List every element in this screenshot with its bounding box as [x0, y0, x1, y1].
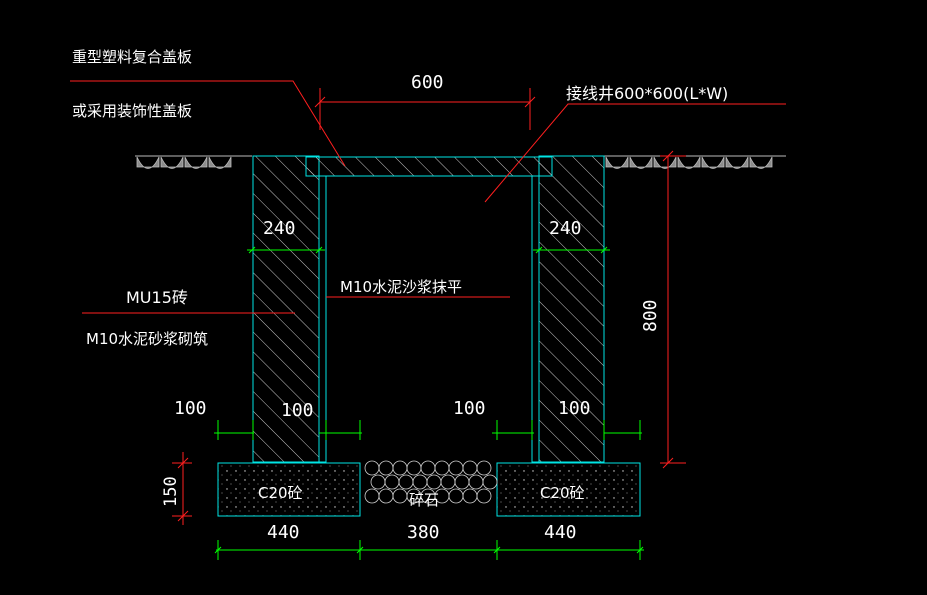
dim-height: 800 — [640, 299, 661, 332]
dim-footing-left: 440 — [267, 522, 300, 543]
concrete-footing-right — [496, 462, 641, 517]
gravel-stone — [482, 474, 498, 490]
earth-symbol — [184, 156, 208, 169]
earth-symbol — [677, 156, 701, 169]
mortar-lining-left — [318, 175, 327, 463]
brick-wall-right — [538, 155, 605, 463]
gravel-stone — [420, 460, 436, 476]
gravel-stone — [370, 474, 386, 490]
mortar-lining-right — [531, 175, 540, 463]
gravel-stone — [378, 460, 394, 476]
earth-symbol — [725, 156, 749, 169]
gravel-stone — [364, 460, 380, 476]
gravel-stone — [392, 460, 408, 476]
dim-gap-bottom: 380 — [407, 522, 440, 543]
earth-hatch-left — [136, 156, 232, 169]
label-cover-line1: 重型塑料复合盖板 — [72, 48, 192, 66]
annotation-labels: 重型塑料复合盖板 或采用装饰性盖板 接线井600*600(L*W) M10水泥沙… — [72, 48, 728, 509]
dim-wall-right: 240 — [549, 218, 582, 239]
label-brick-line1: MU15砖 — [126, 288, 188, 307]
gravel-stone — [364, 488, 380, 504]
gravel-bed — [364, 460, 498, 504]
dimension-lines — [172, 88, 686, 560]
earth-symbol — [749, 156, 773, 169]
gravel-stone — [462, 460, 478, 476]
label-brick-line2: M10水泥砂浆砌筑 — [86, 330, 208, 348]
gravel-stone — [476, 460, 492, 476]
dim-offset-outer-left: 100 — [174, 398, 207, 419]
label-cover-line2: 或采用装饰性盖板 — [72, 102, 192, 120]
earth-symbol — [701, 156, 725, 169]
label-gravel: 碎石 — [409, 491, 439, 509]
gravel-stone — [392, 488, 408, 504]
gravel-stone — [448, 488, 464, 504]
dim-offset-inner-right: 100 — [453, 398, 486, 419]
gravel-stone — [434, 460, 450, 476]
earth-symbol — [136, 156, 160, 169]
earth-symbol — [605, 156, 629, 169]
dim-footing-height: 150 — [161, 476, 181, 507]
gravel-stone — [448, 460, 464, 476]
gravel-stone — [462, 488, 478, 504]
earth-symbol — [653, 156, 677, 169]
leader-well — [484, 103, 786, 203]
gravel-stone — [384, 474, 400, 490]
gravel-stone — [454, 474, 470, 490]
gravel-stone — [398, 474, 414, 490]
gravel-stone — [412, 474, 428, 490]
leader-cover — [70, 80, 346, 167]
brick-wall-left — [252, 155, 320, 463]
label-mortar-fill: M10水泥沙浆抹平 — [340, 278, 462, 296]
gravel-stone — [406, 460, 422, 476]
dimension-labels: 600 240 240 100 100 100 100 440 380 440 … — [161, 72, 661, 543]
dim-footing-right: 440 — [544, 522, 577, 543]
gravel-stone — [440, 474, 456, 490]
earth-symbol — [629, 156, 653, 169]
label-concrete-left: C20砼 — [258, 484, 303, 502]
ground-surface — [135, 155, 786, 169]
leader-lines — [70, 80, 786, 314]
earth-symbol — [160, 156, 184, 169]
gravel-stone — [426, 474, 442, 490]
gravel-stone — [378, 488, 394, 504]
gravel-stone — [468, 474, 484, 490]
gravel-stone — [476, 488, 492, 504]
concrete-footing-left — [217, 462, 361, 517]
dim-wall-left: 240 — [263, 218, 296, 239]
dim-offset-outer-right: 100 — [558, 398, 591, 419]
earth-hatch-right — [605, 156, 773, 169]
dim-offset-inner-left: 100 — [281, 400, 314, 421]
earth-symbol — [208, 156, 232, 169]
dim-top-width: 600 — [411, 72, 444, 93]
label-concrete-right: C20砼 — [540, 484, 585, 502]
label-well-size: 接线井600*600(L*W) — [566, 84, 728, 103]
